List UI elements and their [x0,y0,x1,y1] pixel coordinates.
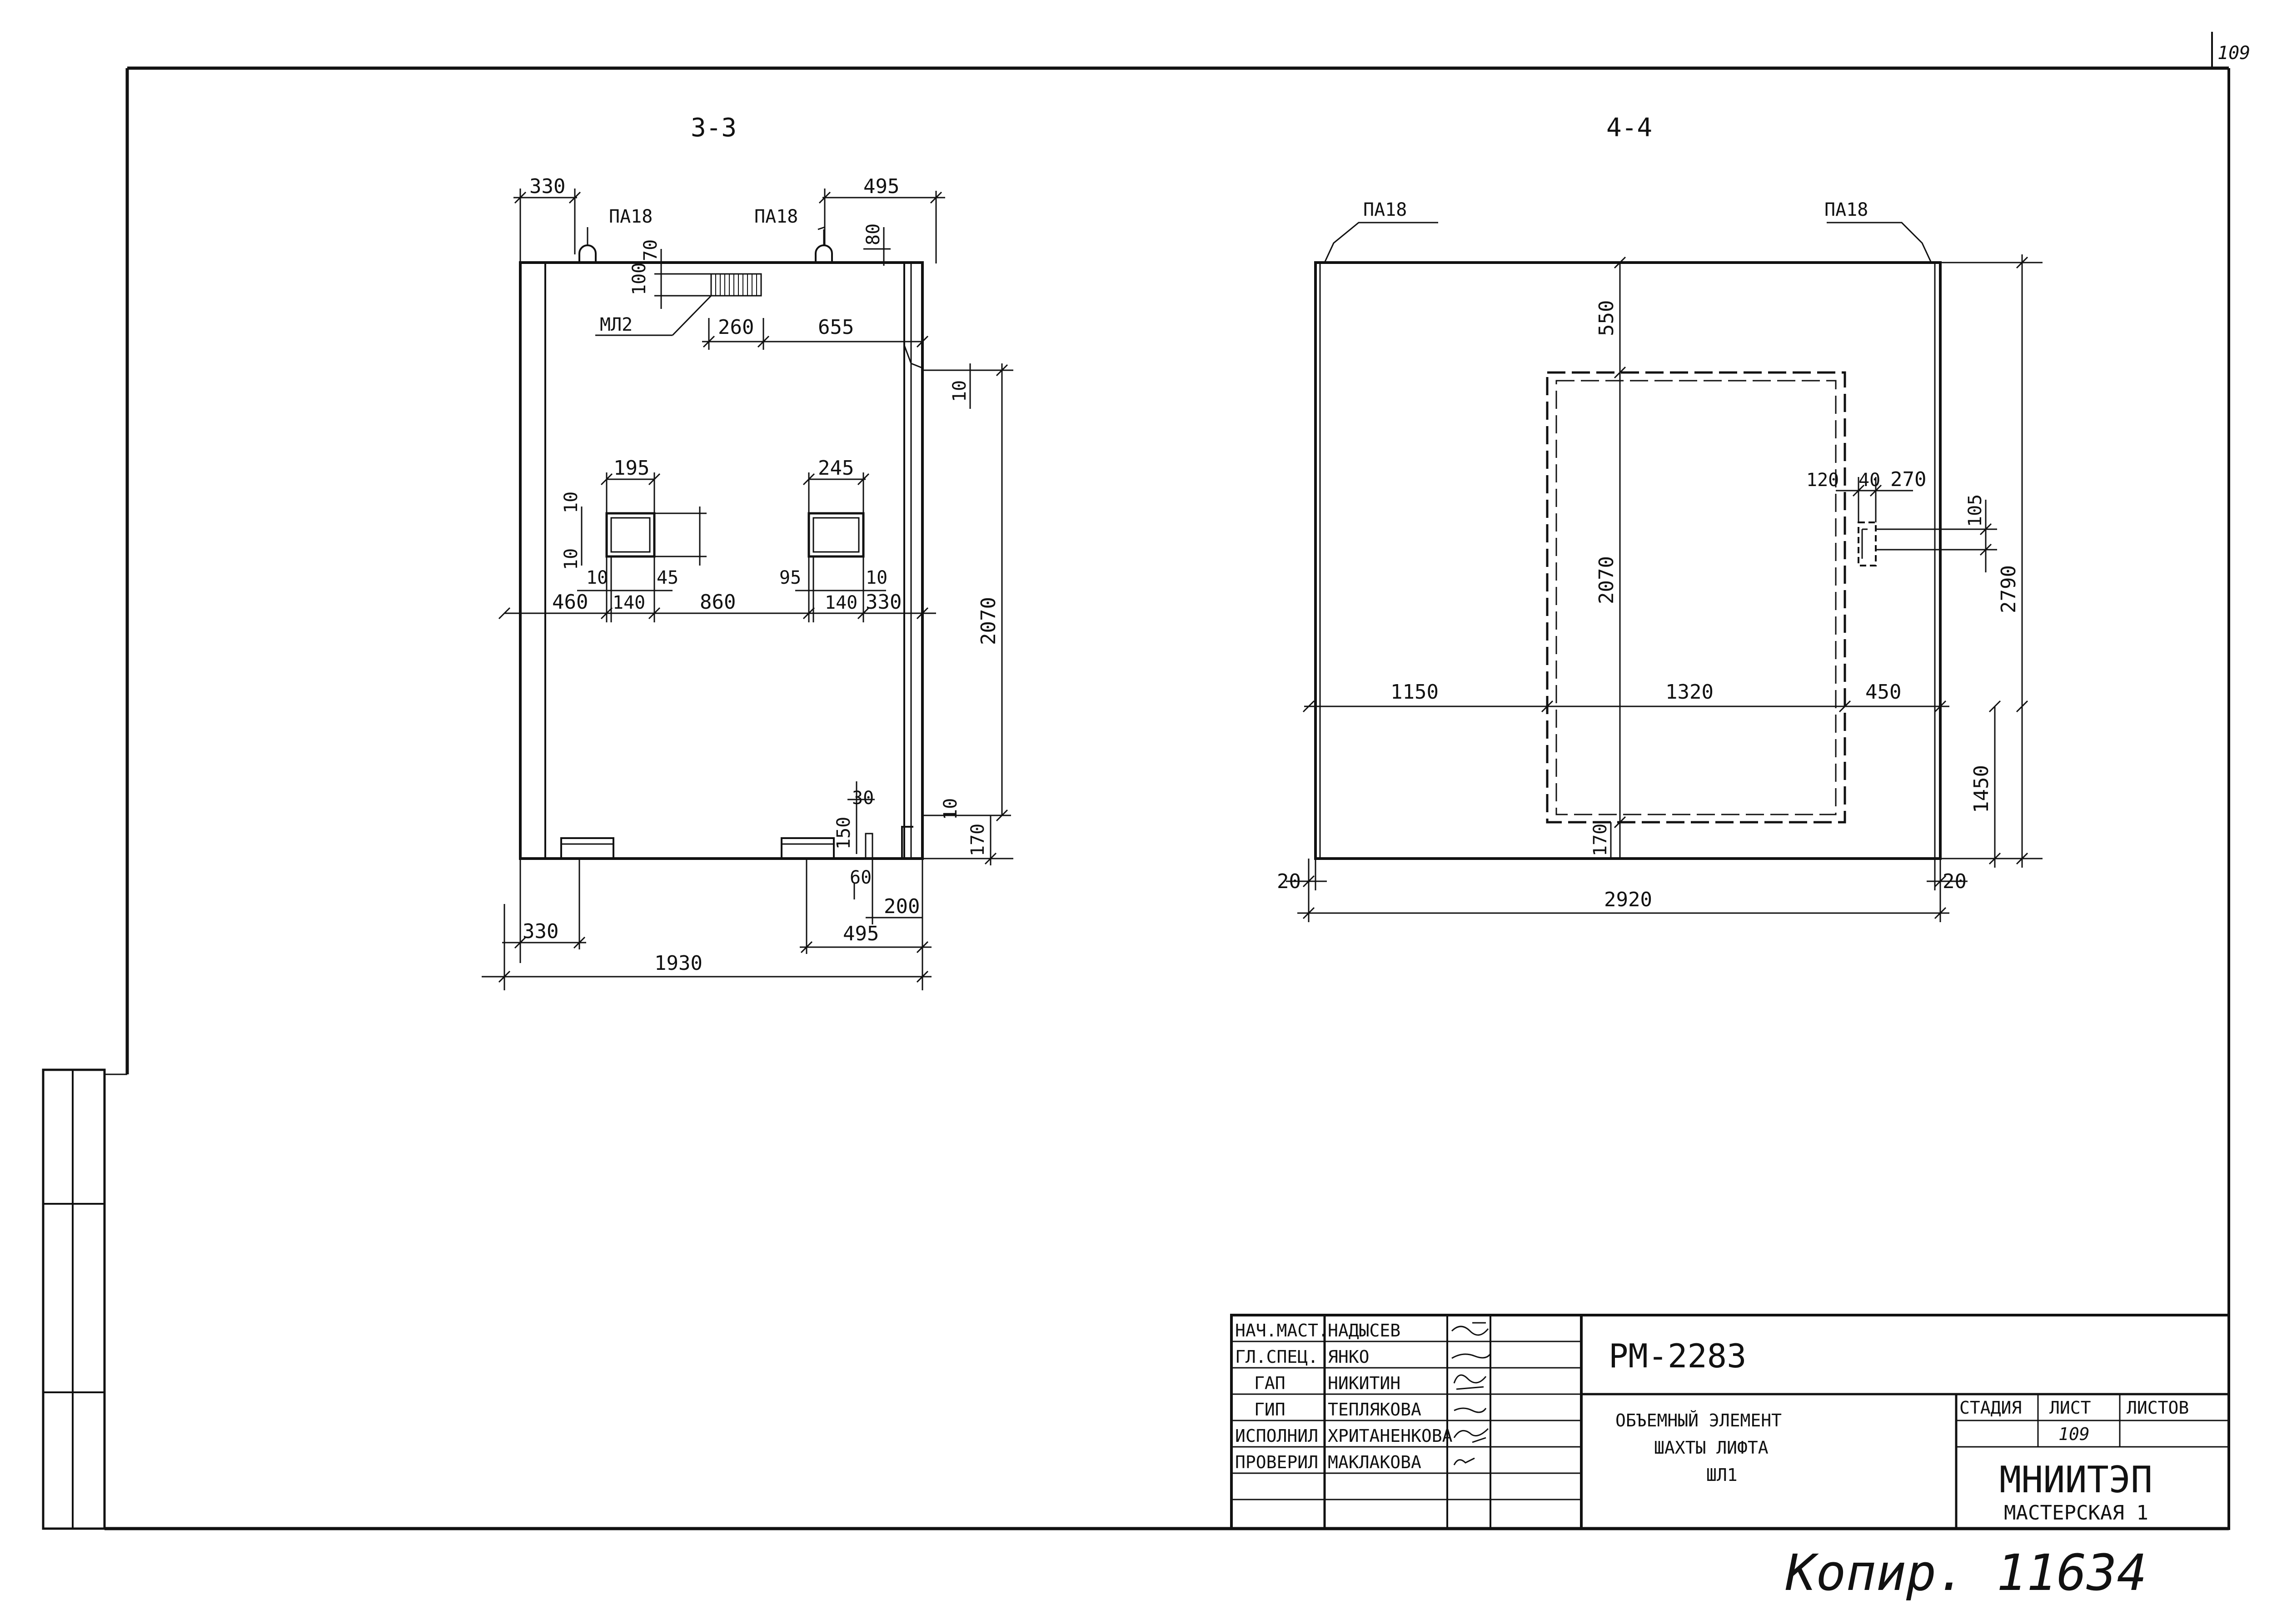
tb-role-2: ГАП [1254,1373,1285,1393]
tb-signatures [1451,1322,1491,1465]
dim-3-3-260: 260 [718,316,754,339]
dim-3-3-bot-200: 200 [884,895,920,918]
dim-3-3-top-495: 495 [863,175,899,198]
callout-ml2: МЛ2 [600,314,633,335]
dim-4-4-105: 105 [1965,494,1986,527]
dim-4-4-2920: 2920 [1604,888,1652,911]
section-4-4-dim-ticks [1302,256,2028,919]
dim-3-3-95: 95 [779,567,801,588]
tb-desc-line2: ШАХТЫ ЛИФТА [1654,1438,1769,1458]
section-4-4-dim-lines [1286,254,2043,922]
tb-name-2: НИКИТИН [1328,1373,1400,1393]
dim-4-4-1320: 1320 [1665,680,1714,704]
section-4-4-callouts [1324,222,1932,263]
dim-3-3-140-b: 140 [825,592,857,613]
dim-4-4-170: 170 [1590,824,1611,856]
dim-3-3-70: 70 [640,239,661,261]
dim-3-3-10-c: 10 [586,567,608,588]
tb-role-4: ИСПОЛНИЛ [1235,1426,1318,1446]
dim-3-3-10-right: 10 [949,380,970,402]
dim-4-4-40: 40 [1858,470,1880,491]
dim-3-3-245: 245 [818,457,854,480]
section-4-4-outline [1314,261,1942,860]
dim-3-3-80: 80 [863,223,884,245]
tb-sheet-number: 109 [2058,1424,2090,1444]
dim-3-3-top-330: 330 [529,175,565,198]
dim-3-3-150: 150 [833,817,854,849]
dim-3-3-655: 655 [818,316,854,339]
section-3-3-dim-ticks [498,191,1008,983]
tb-name-4: ХРИТАНЕНКОВА [1328,1426,1453,1446]
dim-3-3-bot-1930: 1930 [654,952,703,975]
dim-4-4-550: 550 [1595,300,1618,336]
tb-name-0: НАДЫСЕВ [1328,1321,1400,1341]
tb-col-sheets: ЛИСТОВ [2127,1398,2189,1418]
tb-name-1: ЯНКО [1328,1347,1370,1367]
section-3-3-callouts [587,226,825,336]
tb-name-5: МАКЛАКОВА [1328,1452,1421,1472]
tb-desc-line3: ШЛ1 [1706,1465,1738,1485]
sheet-frame [42,32,2230,1530]
tb-role-1: ГЛ.СПЕЦ. [1235,1347,1318,1367]
title-block-grid [1230,1314,2230,1530]
dim-4-4-270: 270 [1890,468,1926,491]
dim-3-3-10-d: 10 [866,567,887,588]
dim-3-3-460: 460 [552,591,588,614]
callout-pa18-right-4-4: ПА18 [1824,199,1868,220]
tb-role-0: НАЧ.МАСТ. [1235,1321,1329,1341]
dim-3-3-60: 60 [850,867,872,888]
tb-role-3: ГИП [1254,1400,1285,1420]
dim-4-4-450: 450 [1865,680,1901,704]
dim-4-4-2790: 2790 [1997,565,2020,613]
callout-pa18-right-3-3: ПА18 [754,206,798,227]
dim-3-3-10-b: 10 [561,548,582,570]
dim-3-3-860: 860 [700,591,736,614]
section-3-3-title: 3-3 [691,113,737,143]
dim-4-4-1150: 1150 [1390,680,1439,704]
dim-4-4-120: 120 [1806,470,1839,491]
tb-col-sheet: ЛИСТ [2049,1398,2091,1418]
tb-org-name: МНИИТЭП [1999,1459,2152,1501]
dim-3-3-30: 30 [852,788,874,809]
dim-4-4-1450: 1450 [1970,765,1993,813]
sheet-corner-number: 109 [2217,43,2250,64]
dim-3-3-140-a: 140 [613,592,645,613]
dim-3-3-10-low: 10 [940,798,961,820]
tb-workshop: МАСТЕРСКАЯ 1 [2004,1501,2148,1525]
dim-4-4-2070: 2070 [1595,556,1618,604]
dim-4-4-20-right: 20 [1943,870,1967,893]
tb-col-stage: СТАДИЯ [1959,1398,2022,1418]
tb-drawing-code: РМ-2283 [1609,1337,1746,1375]
dim-3-3-bot-495: 495 [843,922,879,945]
dim-3-3-10-a: 10 [561,492,582,513]
tb-role-5: ПРОВЕРИЛ [1235,1452,1318,1472]
dim-3-3-45: 45 [657,567,678,588]
dim-3-3-195: 195 [613,457,649,480]
dim-3-3-bot-330: 330 [523,920,558,943]
callout-pa18-left-4-4: ПА18 [1363,199,1407,220]
section-3-3-outline [519,244,924,860]
handwritten-note: Копир. 11634 [1785,1544,2147,1602]
section-3-3-dim-lines [482,189,1013,990]
dim-4-4-20-left: 20 [1277,870,1301,893]
section-4-4-title: 4-4 [1606,113,1652,143]
dim-3-3-170: 170 [967,824,988,856]
dim-3-3-330-row: 330 [866,591,902,614]
dim-3-3-2070: 2070 [977,597,1000,645]
callout-pa18-left-3-3: ПА18 [609,206,653,227]
tb-name-3: ТЕПЛЯКОВА [1328,1400,1421,1420]
tb-desc-line1: ОБЪЕМНЫЙ ЭЛЕМЕНТ [1615,1410,1782,1430]
dim-3-3-100: 100 [629,263,650,295]
